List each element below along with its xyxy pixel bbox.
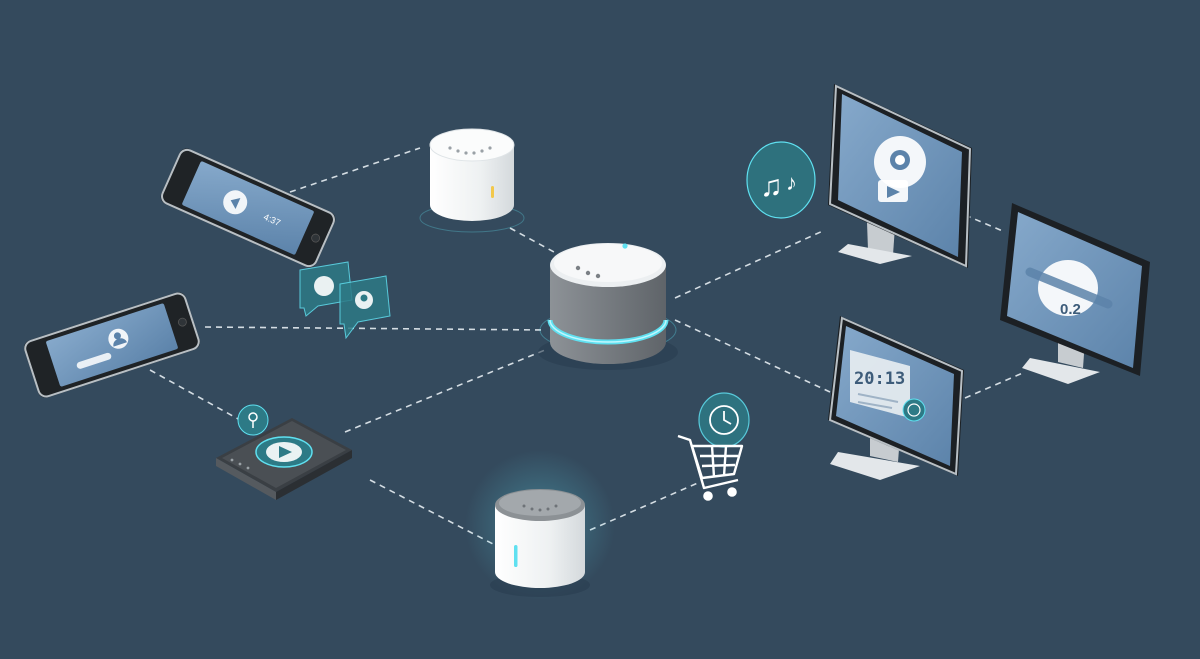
bottom-mini-speaker[interactable] (465, 450, 615, 600)
smartphone-left[interactable] (22, 290, 202, 400)
connector-mediabox-to-hub (344, 349, 546, 433)
hub-status-light (622, 243, 628, 249)
location-icon[interactable] (237, 404, 269, 436)
top-smart-speaker[interactable] (419, 128, 525, 233)
connector-mediabox-to-mini (369, 479, 496, 546)
svg-text:♪: ♪ (786, 170, 797, 195)
speaker-indicator-light (491, 186, 494, 198)
connector-hub-to-monitor-video (674, 229, 826, 299)
smartphone-top[interactable]: 4:37 (158, 146, 338, 270)
connector-phone-top-to-speaker (289, 147, 421, 193)
play-icon[interactable] (279, 446, 292, 458)
connector-monitor-clock-to-right (964, 371, 1026, 399)
connector-speaker-to-hub (509, 227, 566, 259)
music-note-icon[interactable]: ♫ ♪ (746, 141, 816, 219)
connector-lines (149, 147, 1026, 546)
shopping-cart-icon[interactable] (677, 434, 744, 501)
media-player-box[interactable] (216, 418, 352, 500)
monitor-video-call[interactable] (828, 84, 972, 268)
connector-hub-to-monitor-clock (674, 319, 831, 393)
connector-mini-to-cart (589, 481, 701, 531)
svg-text:♫: ♫ (760, 170, 783, 203)
connector-monitor-video-to-right (964, 214, 1006, 233)
connector-phone-left-to-mediabox (149, 369, 241, 421)
small-clock-icon (902, 398, 926, 422)
clock-icon[interactable] (698, 392, 750, 448)
monitor-value: 0.2 (1060, 301, 1081, 318)
hub-led-dot (585, 270, 591, 276)
monitor-clock[interactable]: 20:13 (828, 316, 964, 480)
video-play-icon (887, 186, 900, 198)
connector-phone-left-to-hub (204, 326, 546, 331)
hub-led-dot (595, 273, 601, 279)
central-hub[interactable] (538, 243, 678, 370)
hub-led-dot (575, 265, 581, 271)
chat-bubbles-icon[interactable] (299, 261, 391, 340)
monitor-right[interactable]: 0.2 (1000, 203, 1150, 384)
clock-time: 20:13 (854, 369, 905, 389)
